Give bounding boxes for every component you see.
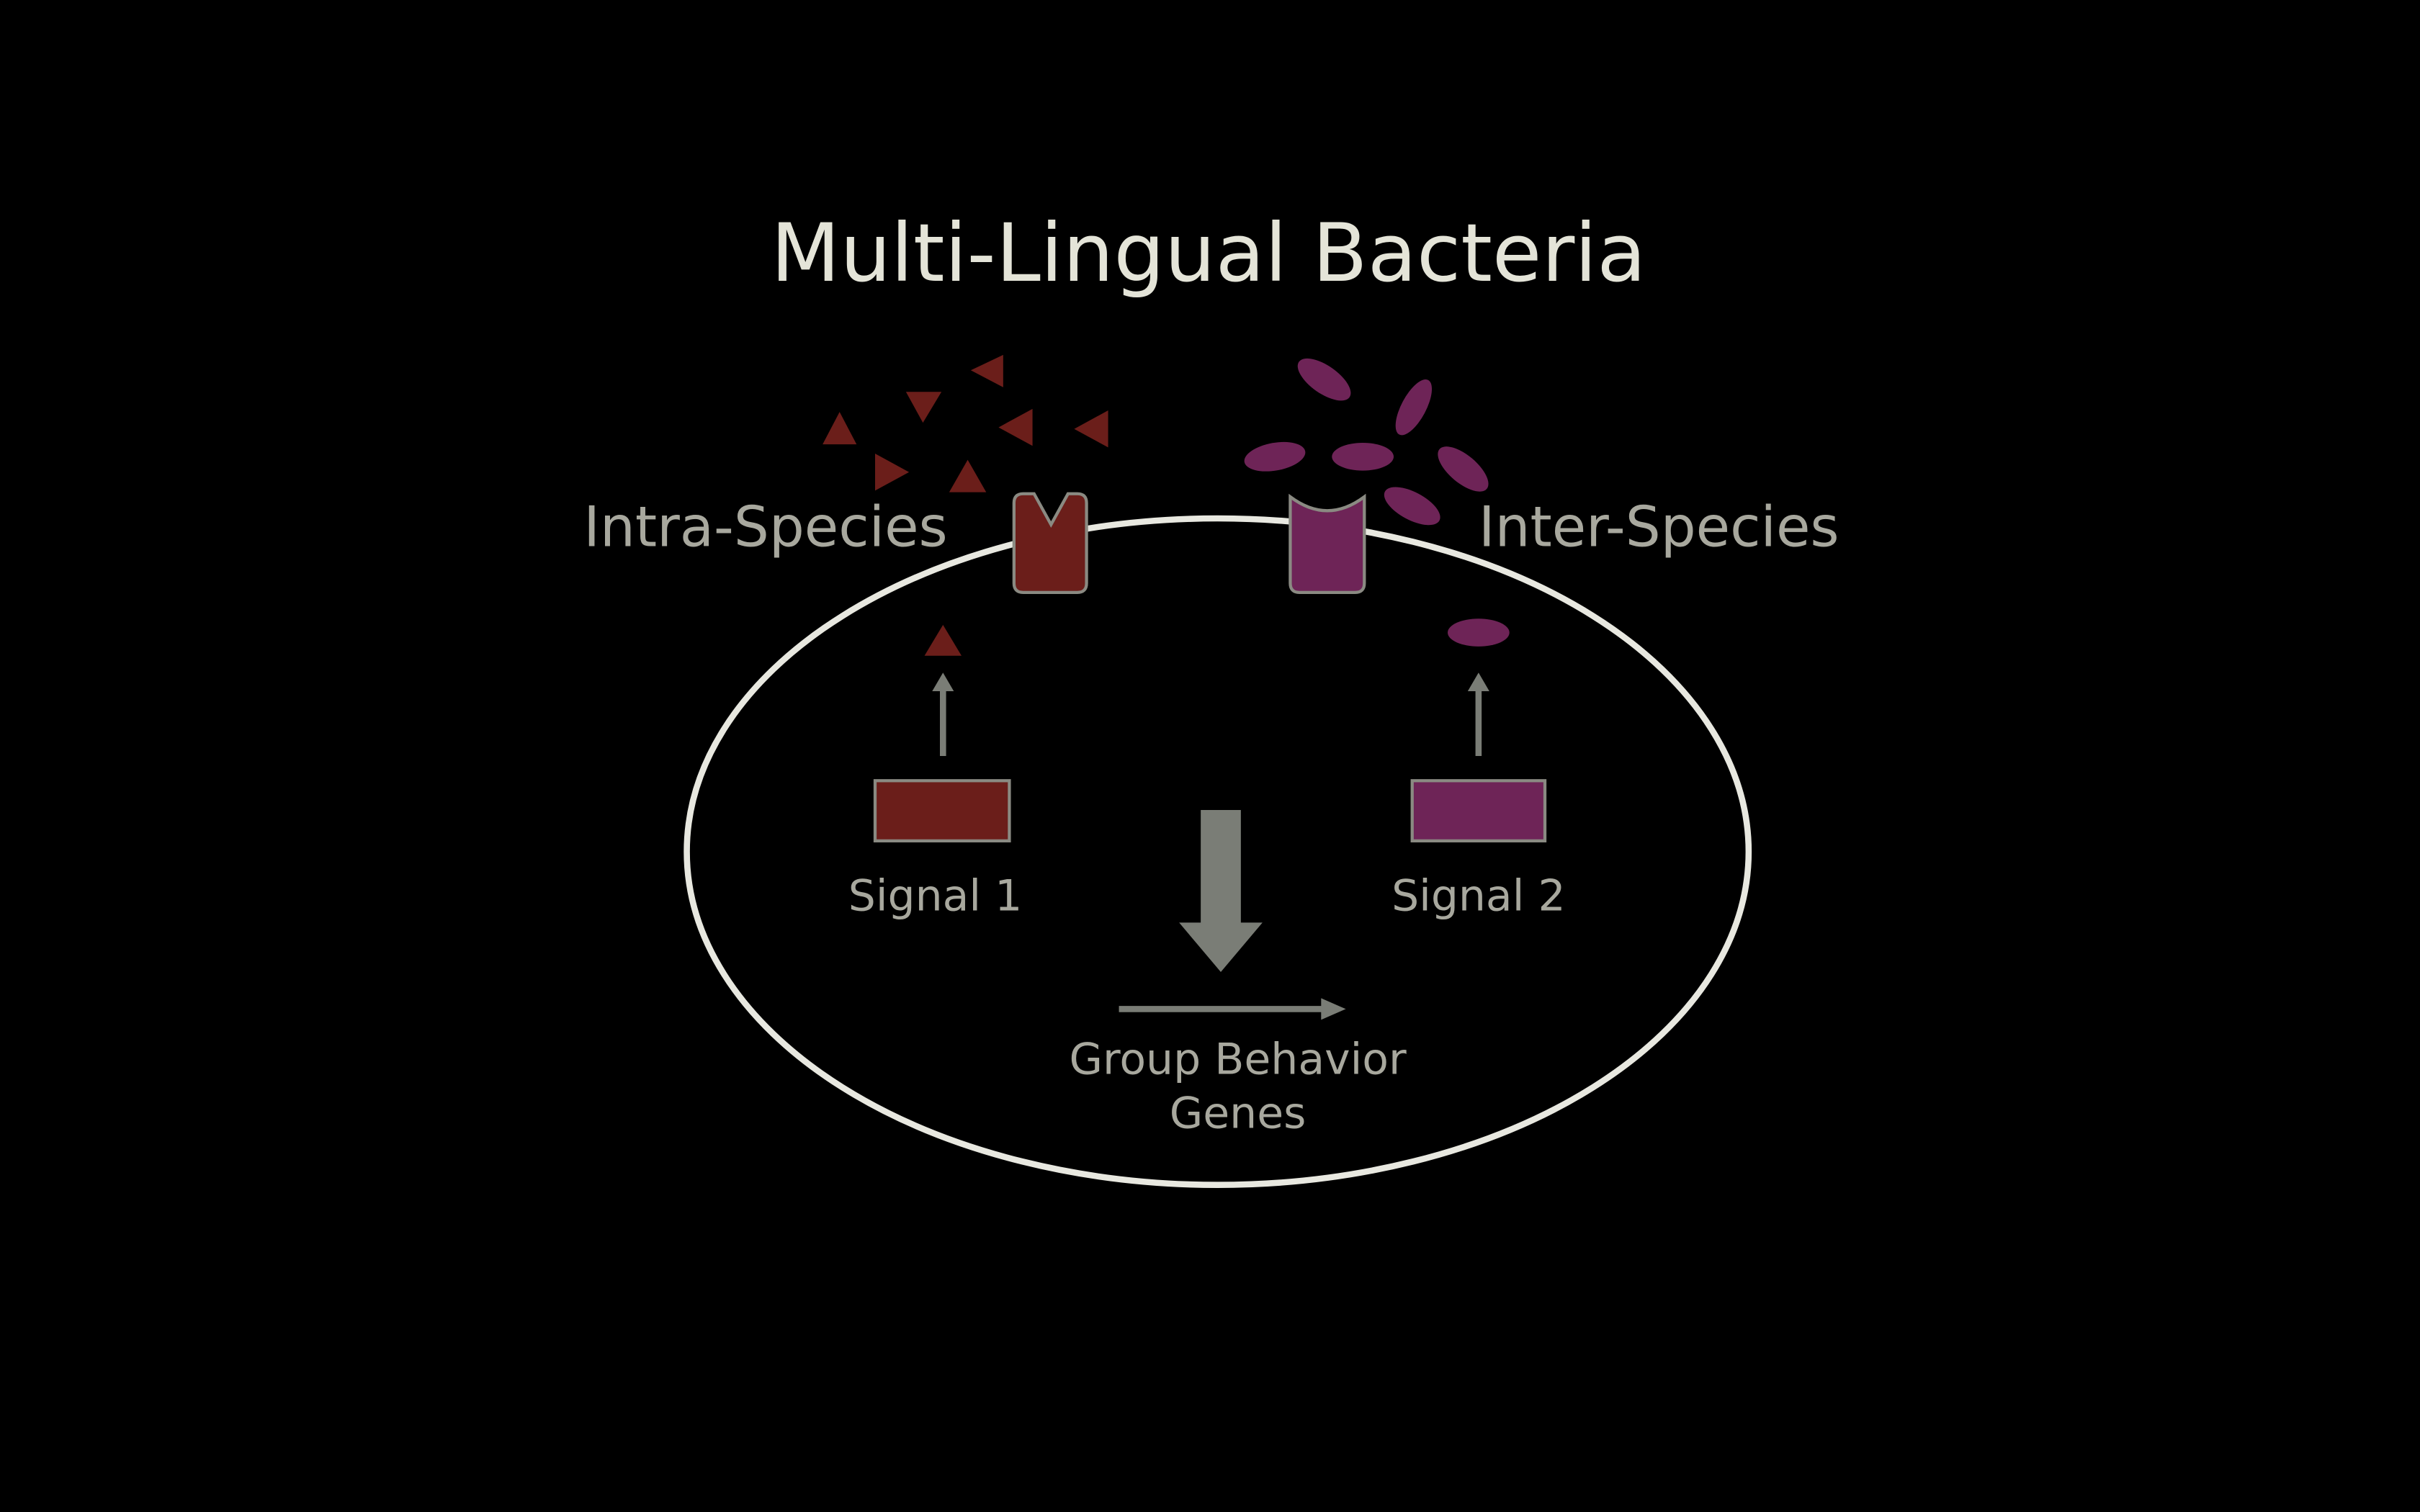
signal2-label: Signal 2 [1392,870,1566,921]
arrow-right-icon [1321,998,1346,1020]
ellipse-signal-icon [1438,446,1489,492]
signal2-synthase [1410,779,1547,842]
ellipse-signal-icon [1244,441,1306,472]
inter-species-label: Inter-Species [1479,495,1839,560]
ellipse-signal-icon [1384,487,1440,526]
triangle-signal-icon [970,354,1003,387]
ellipse-signal-icon [1332,443,1394,471]
triangle-signal-icon [998,408,1033,446]
triangle-signal-icon [823,412,857,445]
arrow-up-icon [932,672,954,691]
signal1-synthase [873,779,1011,842]
intra-signal-molecule-icon [924,624,962,656]
inter-species-autoinducers [1244,358,1489,526]
triangle-signal-icon [1074,410,1108,448]
inter-signal-molecule-icon [1448,618,1510,647]
ellipse-signal-icon [1395,379,1433,436]
big-down-arrow-icon [1179,810,1263,972]
signal1-label: Signal 1 [848,870,1023,921]
genes-label-line2: Genes [1170,1088,1307,1138]
triangle-signal-icon [905,392,942,423]
inter-species-receptor [1289,493,1366,594]
arrow-up-icon [1467,672,1489,691]
intra-species-autoinducers [823,354,1108,492]
genes-label-line1: Group Behavior [1069,1034,1406,1084]
triangle-signal-icon [949,459,987,492]
ellipse-signal-icon [1297,358,1351,401]
intra-species-label: Intra-Species [583,495,948,560]
intra-species-receptor [1012,492,1088,594]
triangle-signal-icon [875,454,910,491]
slide-title: Multi-Lingual Bacteria [771,207,1646,300]
cell-membrane [684,515,1752,1188]
